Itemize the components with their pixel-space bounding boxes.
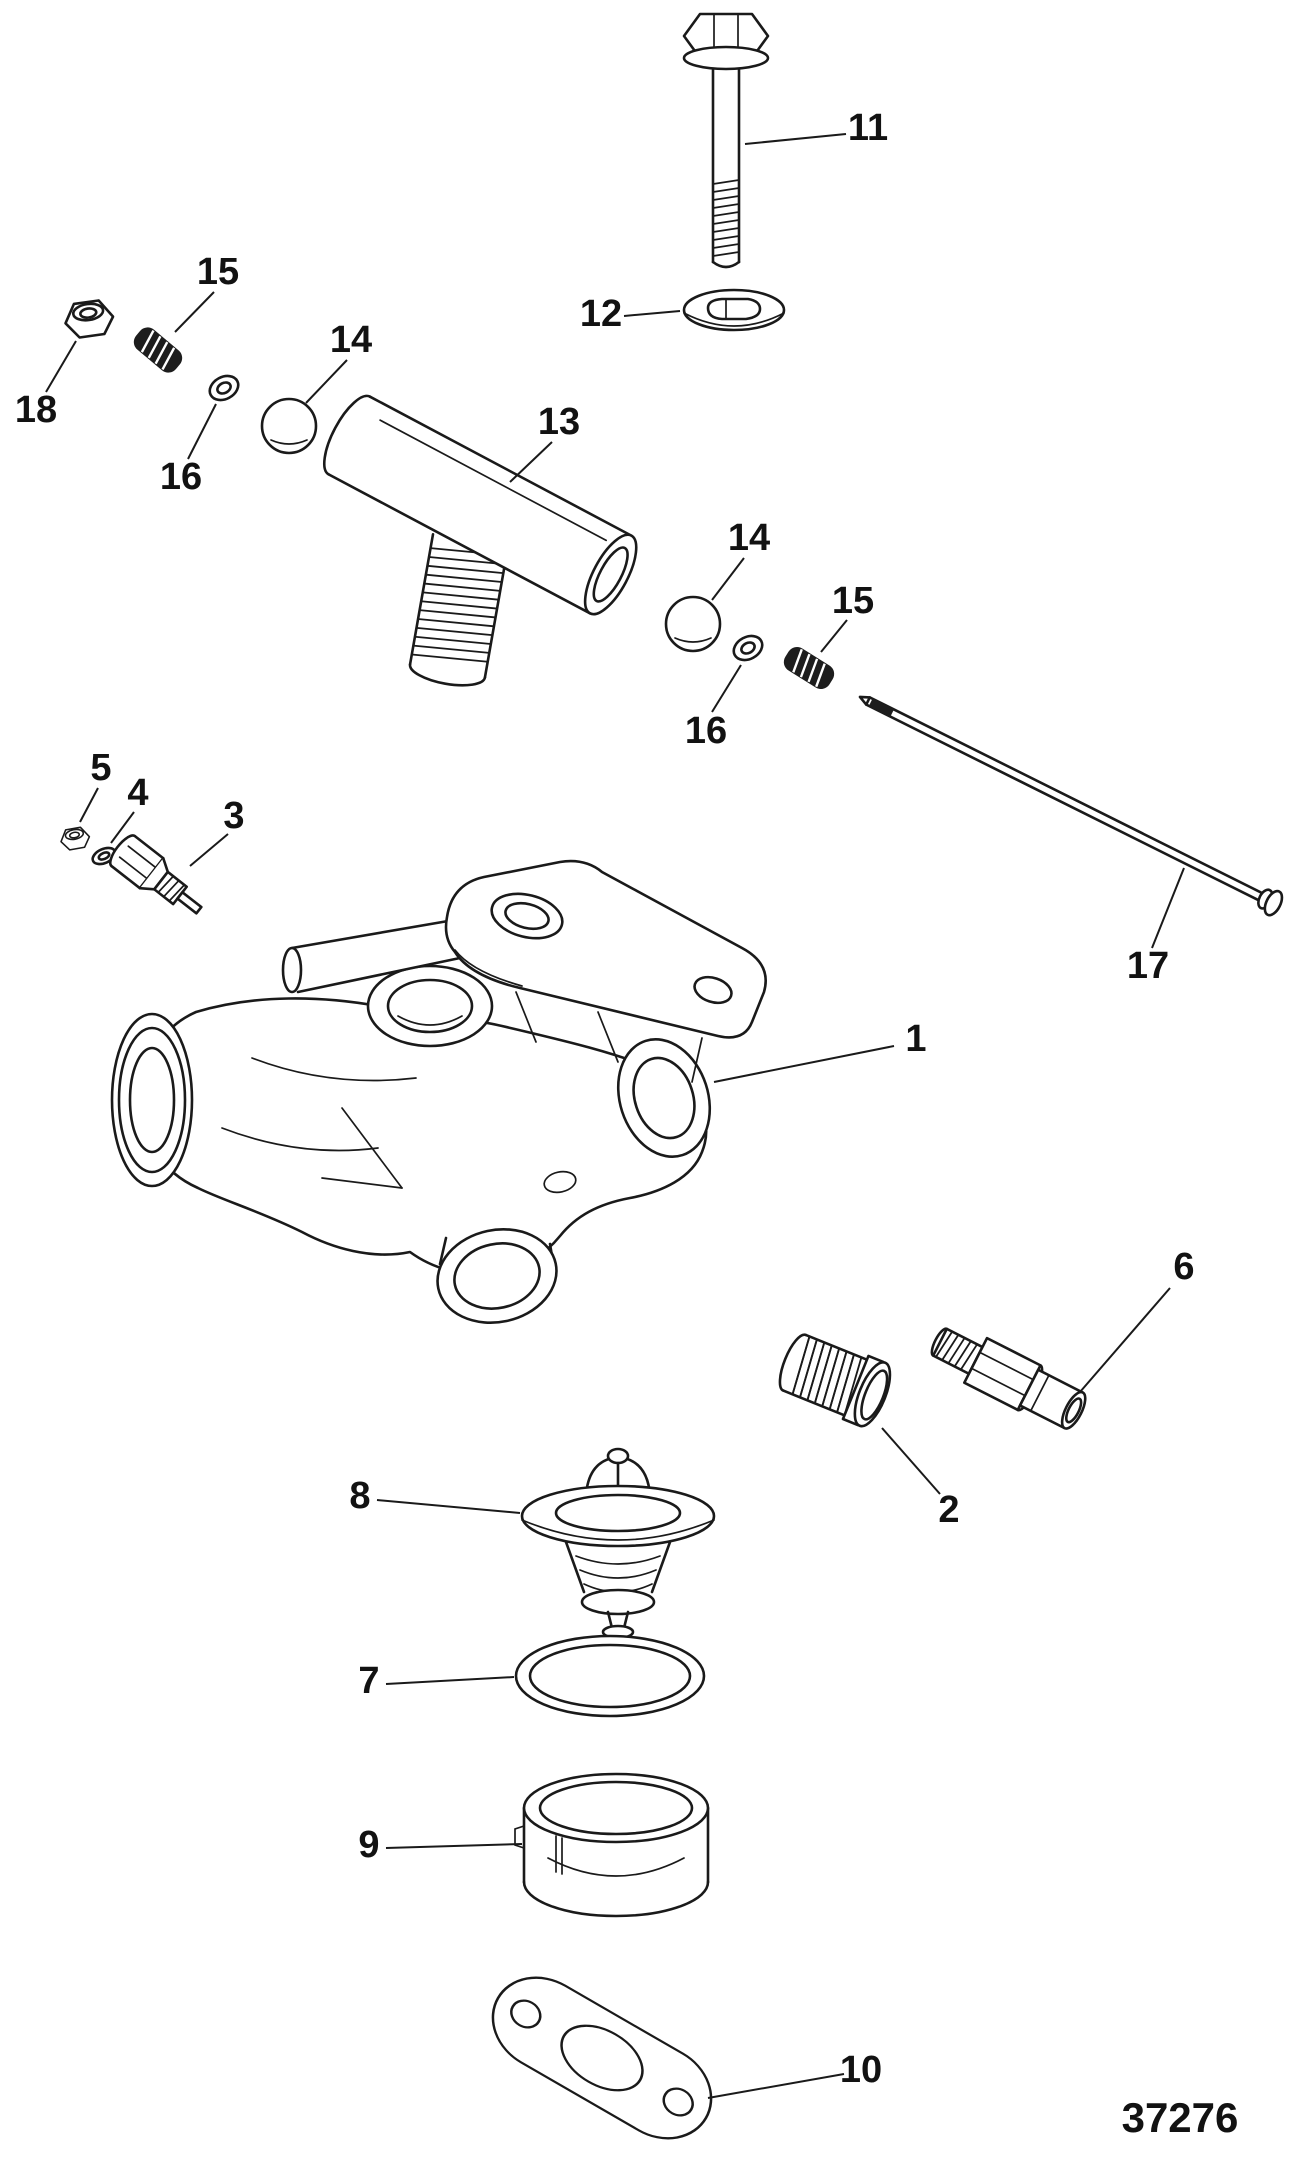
callout-leader-16 — [187, 403, 217, 460]
callout-leader-18 — [45, 340, 77, 393]
callout-leader-14 — [305, 359, 348, 404]
callout-leader-15 — [174, 291, 215, 333]
callout-label-6: 6 — [1173, 1246, 1194, 1288]
callout-label-16: 16 — [160, 456, 202, 498]
part-ball — [260, 397, 318, 455]
callout-label-15: 15 — [832, 580, 874, 622]
part-sender-switch — [930, 1327, 1087, 1430]
callout-label-16: 16 — [685, 710, 727, 752]
callout-label-14: 14 — [330, 319, 372, 361]
part-locknut — [64, 299, 115, 339]
callout-label-5: 5 — [90, 747, 111, 789]
callout-leader-6 — [1079, 1287, 1171, 1393]
part-rod — [858, 695, 1284, 917]
callout-leader-15 — [820, 619, 848, 653]
callout-label-17: 17 — [1127, 945, 1169, 987]
callout-leader-3 — [189, 833, 229, 867]
callout-leader-1 — [713, 1045, 895, 1083]
callout-leader-12 — [623, 310, 681, 317]
callout-leader-2 — [881, 1427, 941, 1495]
part-o-ring — [514, 1634, 706, 1718]
callout-label-18: 18 — [15, 389, 57, 431]
part-hose-fitting — [323, 394, 638, 687]
callout-label-8: 8 — [349, 1475, 370, 1517]
callout-leader-14 — [711, 557, 745, 601]
callout-label-15: 15 — [197, 251, 239, 293]
part-gasket — [491, 1976, 713, 2140]
callout-leader-17 — [1151, 867, 1185, 949]
callout-leader-5 — [79, 787, 99, 823]
callout-leader-16 — [711, 664, 742, 713]
part-flange-bolt — [682, 12, 770, 269]
part-spring — [783, 646, 835, 690]
part-tab-washer — [682, 288, 786, 332]
part-small-washer — [208, 374, 240, 402]
callout-label-4: 4 — [127, 772, 148, 814]
callout-label-2: 2 — [938, 1489, 959, 1531]
callout-leader-7 — [385, 1676, 515, 1685]
callout-label-7: 7 — [358, 1660, 379, 1702]
callout-leader-9 — [385, 1843, 523, 1849]
leader-lines — [45, 133, 1185, 2099]
part-small-washer — [732, 634, 764, 662]
callout-label-3: 3 — [223, 795, 244, 837]
callout-label-9: 9 — [358, 1824, 379, 1866]
callout-leader-13 — [509, 441, 553, 483]
part-temperature-sender — [108, 834, 203, 915]
callout-label-1: 1 — [905, 1018, 926, 1060]
callout-label-10: 10 — [840, 2049, 882, 2091]
part-thermostat-housing — [110, 859, 767, 1324]
part-small-nut — [60, 826, 91, 851]
callout-label-12: 12 — [580, 293, 622, 335]
callout-leader-10 — [707, 2073, 845, 2099]
part-thermostat — [520, 1447, 716, 1640]
callout-leader-11 — [744, 133, 847, 145]
callout-label-11: 11 — [848, 107, 888, 149]
part-ball — [664, 595, 722, 653]
callout-leader-4 — [110, 811, 135, 844]
part-spring — [133, 327, 183, 373]
part-pipe-plug — [778, 1333, 892, 1428]
callout-label-14: 14 — [728, 517, 770, 559]
callout-leader-8 — [376, 1499, 521, 1514]
callout-label-13: 13 — [538, 401, 580, 443]
drawing-number: 37276 — [1122, 2094, 1239, 2141]
part-sleeve — [514, 1772, 710, 1918]
